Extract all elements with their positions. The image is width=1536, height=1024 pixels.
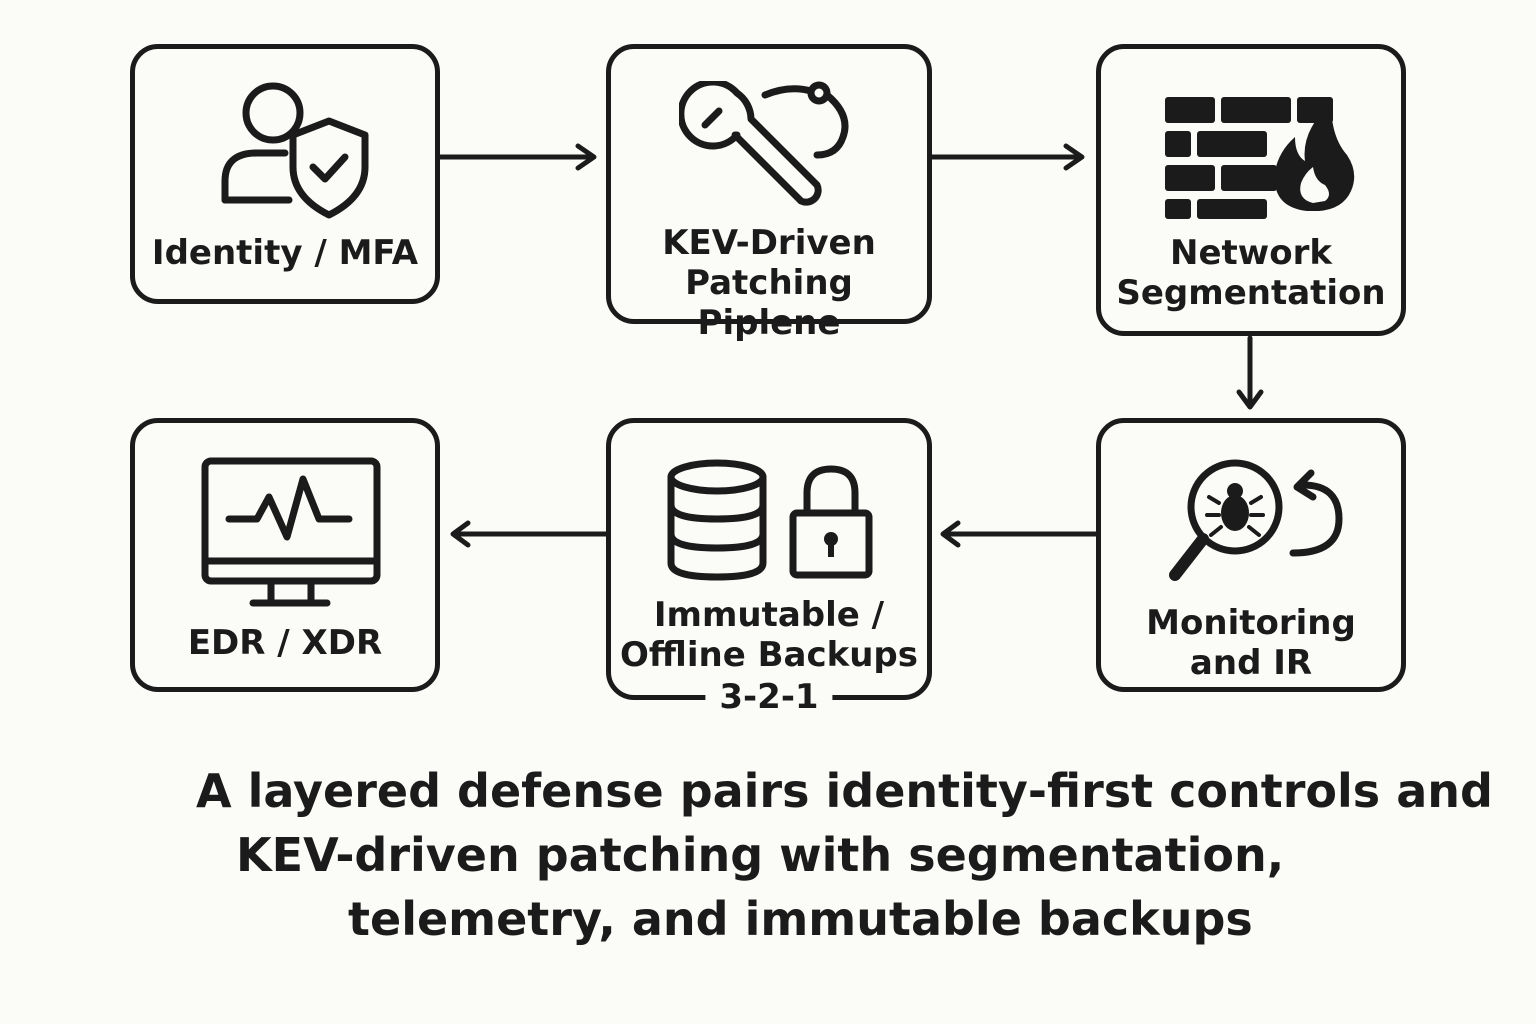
bug-search-icon: [1169, 459, 1343, 581]
caption-line-2: KEV-driven patching with segmentation,: [236, 828, 1285, 882]
monitor-pulse-icon: [201, 457, 381, 607]
backup-rule-badge: 3-2-1: [705, 677, 833, 717]
node-monitoring-label: Monitoring and IR: [1146, 603, 1356, 683]
node-backups-label: Immutable / Offline Backups: [619, 595, 918, 675]
arrow-monitoring-to-backups: [940, 520, 1099, 548]
firewall-icon: [1165, 97, 1355, 219]
database-lock-icon: [667, 459, 873, 581]
arrow-identity-to-patching: [437, 143, 597, 171]
node-identity-mfa: Identity / MFA: [130, 44, 440, 304]
node-kev-patching: KEV-Driven Patching Piplene: [606, 44, 932, 343]
caption-line-3: telemetry, and immutable backups: [348, 892, 1253, 946]
arrow-backups-to-edr: [450, 520, 610, 548]
node-immutable-backups: Immutable / Offline Backups 3-2-1: [606, 418, 932, 717]
arrow-patching-to-network: [929, 143, 1085, 171]
node-identity-label: Identity / MFA: [151, 233, 419, 273]
caption-line-1: A layered defense pairs identity-first c…: [196, 764, 1493, 818]
node-edr-label: EDR / XDR: [187, 623, 383, 663]
node-patching-label: KEV-Driven Patching Piplene: [662, 223, 876, 343]
arrow-network-to-monitoring: [1236, 335, 1264, 410]
user-shield-icon: [221, 82, 369, 219]
node-network-segmentation: Network Segmentation: [1096, 44, 1406, 336]
wrench-icon: [679, 81, 849, 206]
node-edr-xdr: EDR / XDR: [130, 418, 440, 692]
node-monitoring-ir: Monitoring and IR: [1096, 418, 1406, 692]
node-network-label: Network Segmentation: [1116, 233, 1386, 313]
